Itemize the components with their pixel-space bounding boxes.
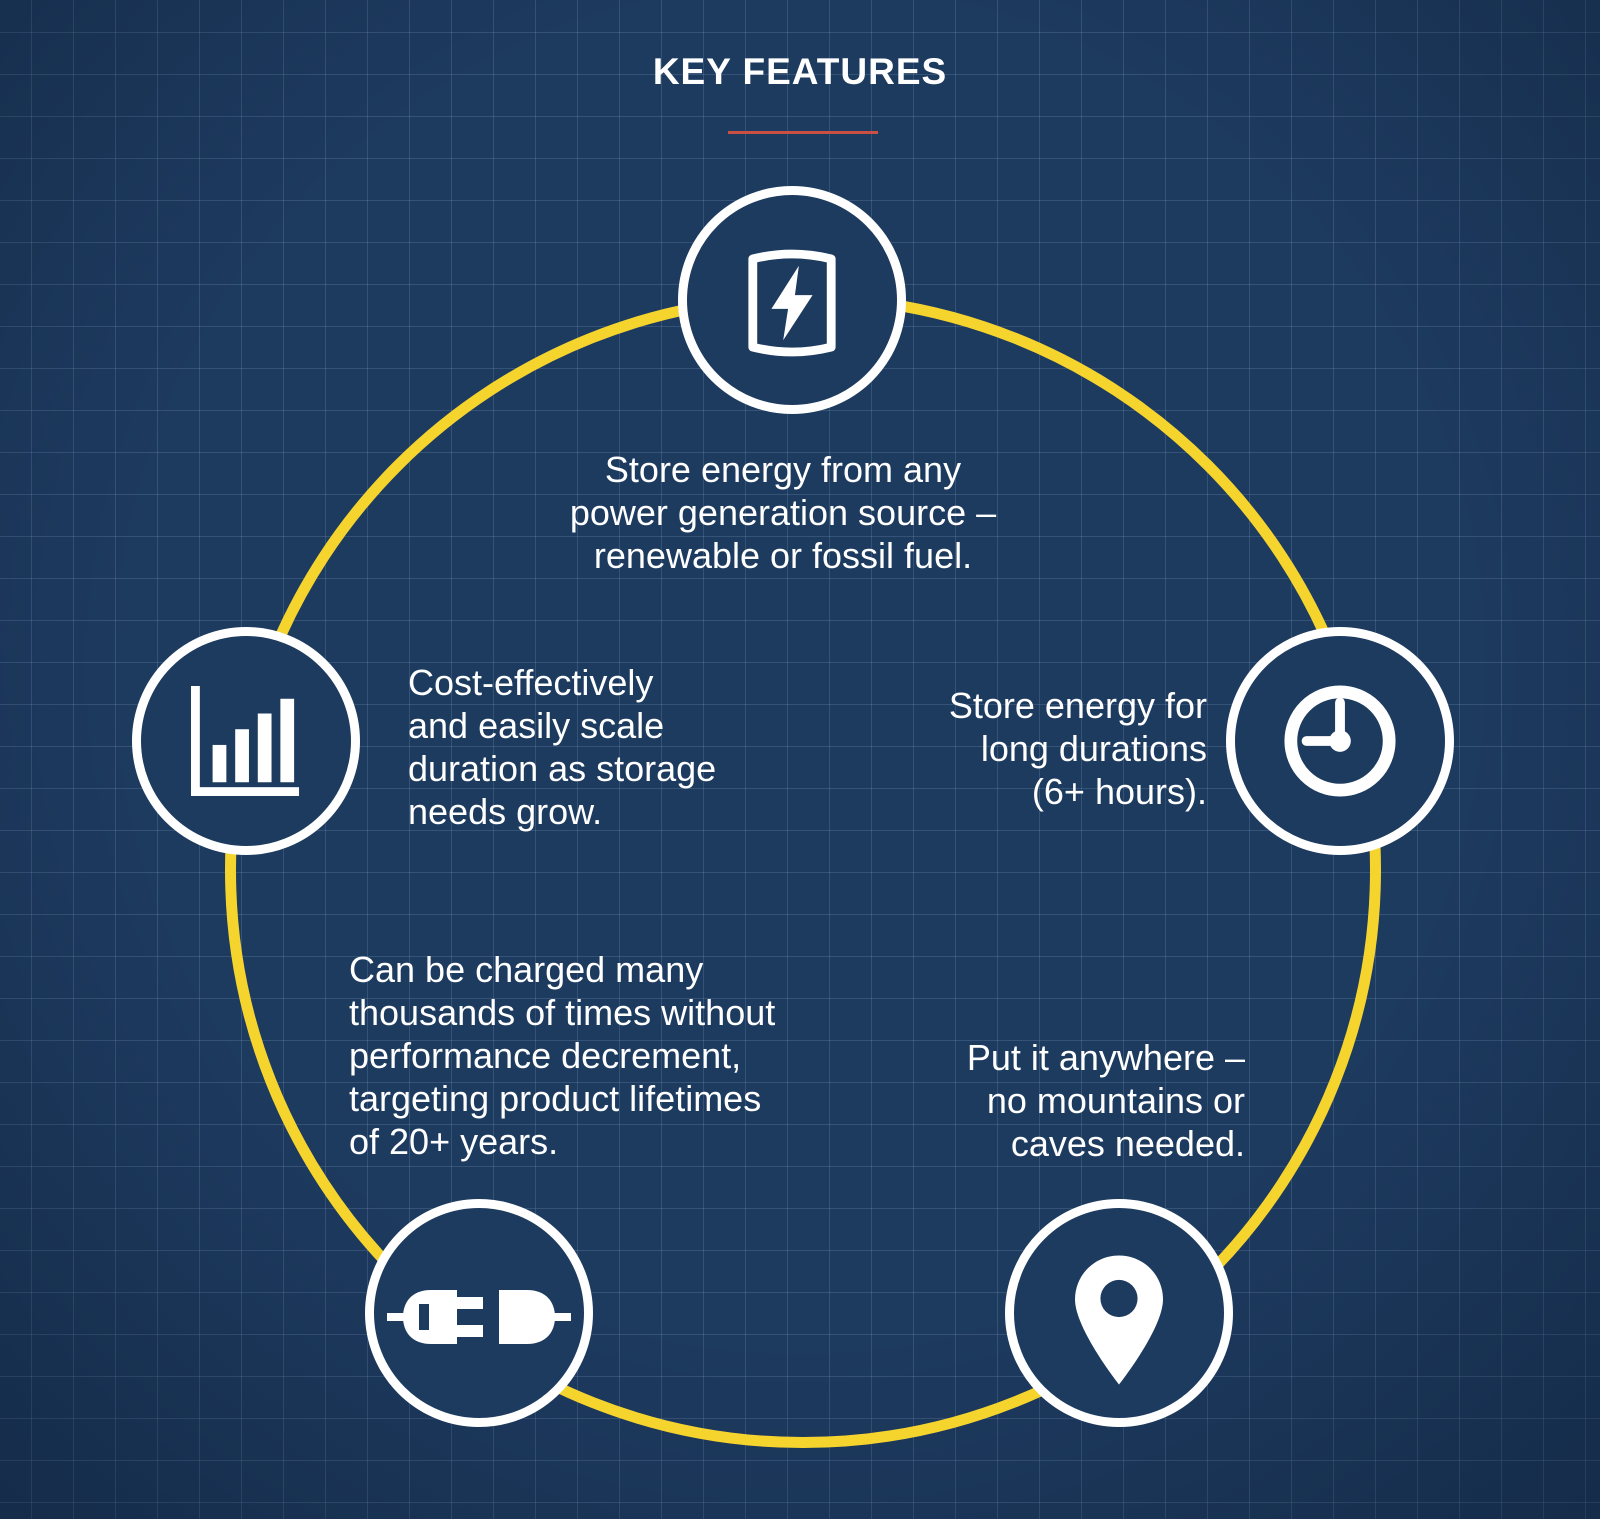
battery-bolt-icon [748, 249, 836, 357]
plug-icon [387, 1290, 571, 1344]
page-title: KEY FEATURES [652, 51, 948, 92]
feature-node-long-duration [1226, 627, 1454, 855]
feature-node-scalable-duration [132, 627, 360, 855]
feature-node-charge-cycles [365, 1199, 593, 1427]
feature-node-site-anywhere [1005, 1199, 1233, 1427]
bar-chart-icon [191, 686, 300, 796]
feature-text-long-duration: Store energy for long durations (6+ hour… [948, 685, 1207, 812]
feature-text-scalable-duration: Cost-effectively and easily scale durati… [408, 662, 717, 832]
feature-text-charge-cycles: Can be charged many thousands of times w… [349, 949, 776, 1162]
clock-icon [1284, 685, 1396, 797]
feature-text-site-anywhere: Put it anywhere – no mountains or caves … [966, 1037, 1245, 1164]
title-divider [728, 131, 878, 134]
feature-node-store-any-source [678, 186, 906, 414]
location-pin-icon [1075, 1255, 1163, 1385]
feature-text-store-any-source: Store energy from any power generation s… [569, 449, 997, 576]
